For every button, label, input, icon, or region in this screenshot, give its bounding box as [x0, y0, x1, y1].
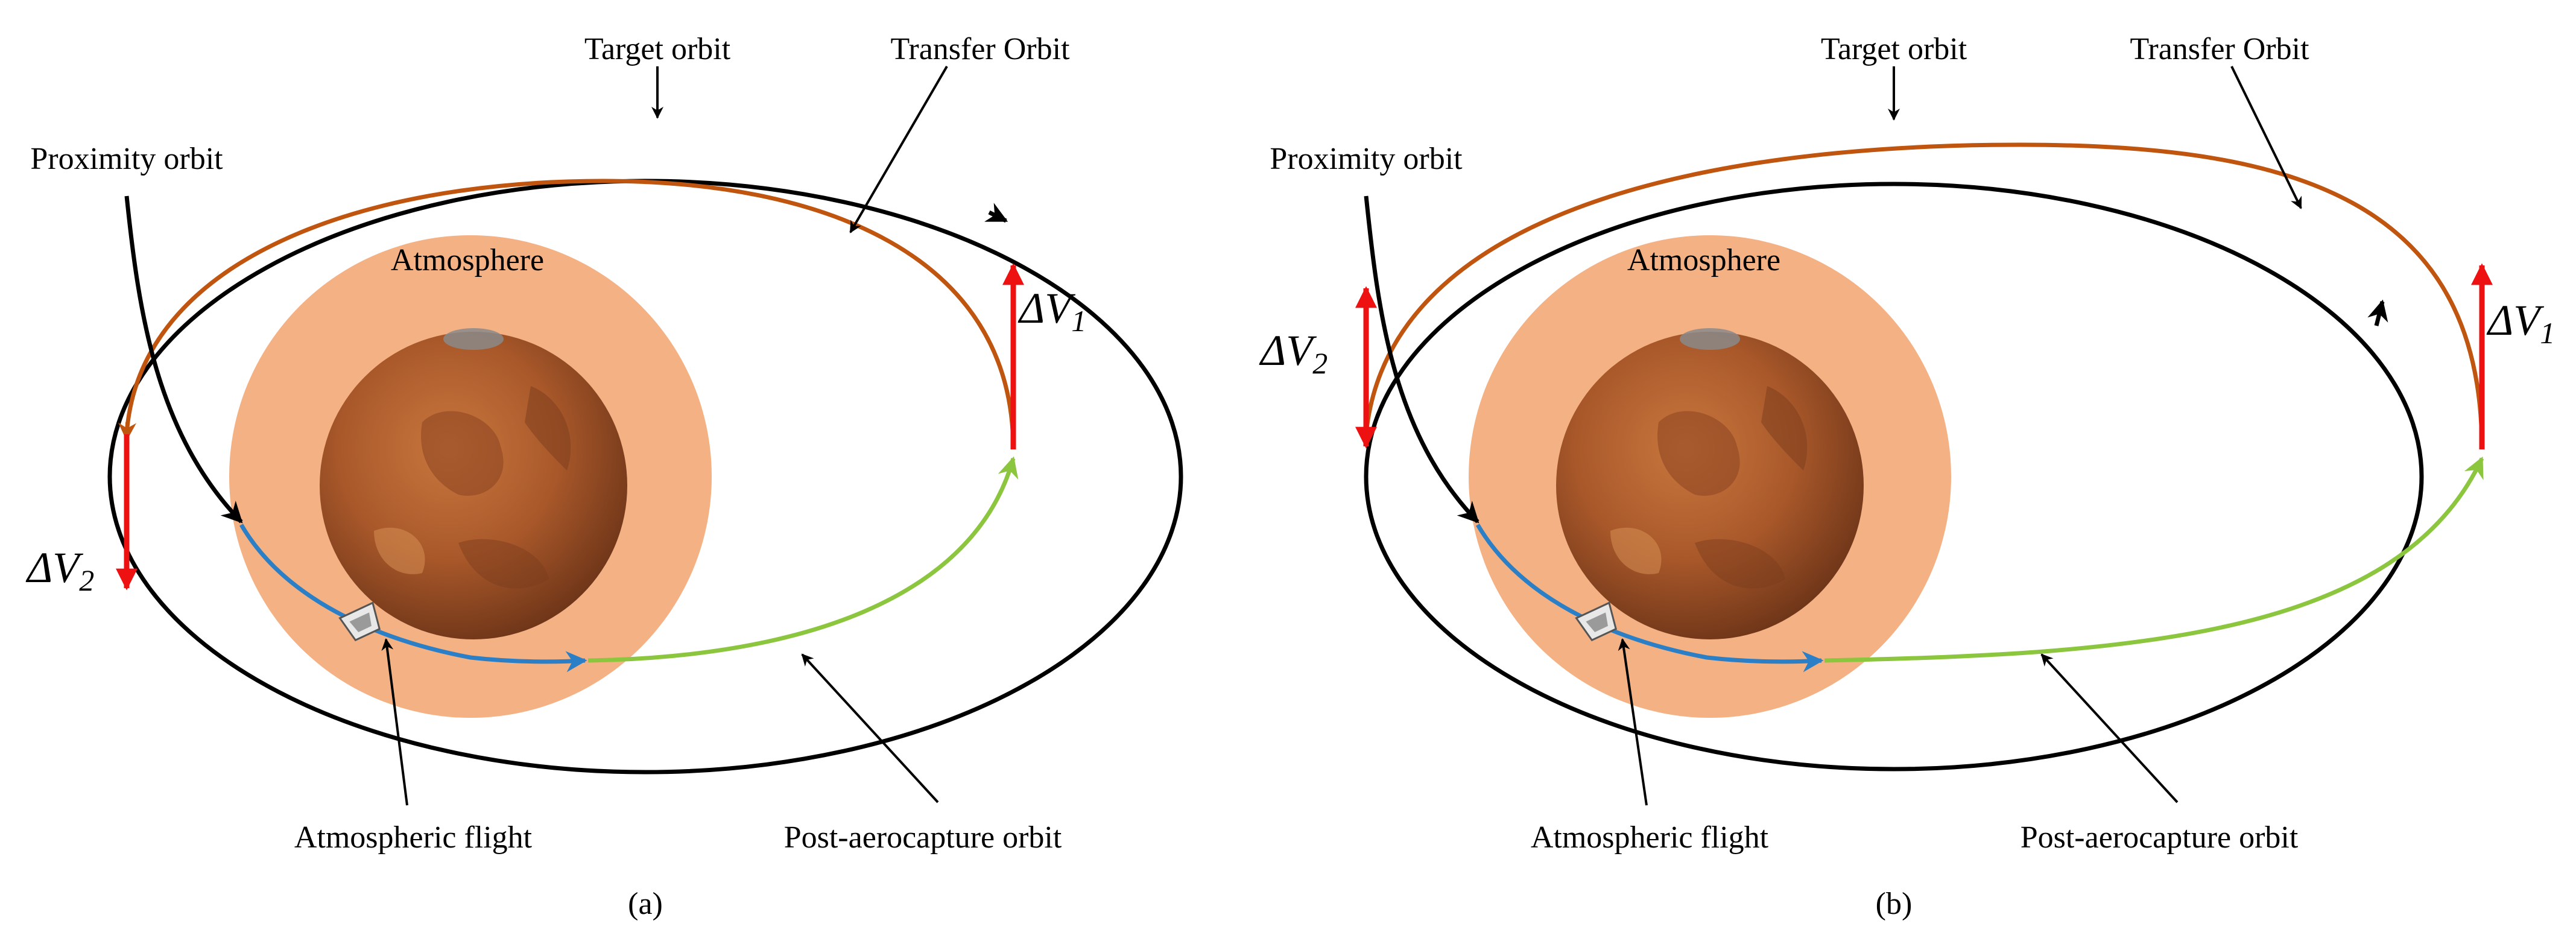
atmospheric-flight-path-b — [1475, 524, 1824, 673]
label-proximity-orbit-b: Proximity orbit — [1270, 142, 1463, 176]
leader-atmospheric-flight-b — [1618, 638, 1648, 806]
panel-a: Target orbit Transfer Orbit Proximity or… — [25, 32, 1183, 921]
mars-planet — [1556, 328, 1864, 639]
label-post-aerocapture-orbit-b: Post-aerocapture orbit — [2021, 820, 2299, 855]
caption-b: (b) — [1876, 887, 1913, 921]
transfer-orbit-a — [124, 179, 1016, 450]
proximity-orbit-path-b — [1364, 195, 1479, 524]
mars-planet — [320, 328, 627, 639]
label-delta-v2-a: ΔV2 — [25, 543, 94, 597]
label-transfer-orbit-b: Transfer Orbit — [2130, 32, 2309, 66]
proximity-orbit-path-a — [124, 195, 243, 524]
entry-vehicle-icon — [1575, 601, 1618, 642]
label-proximity-orbit-a: Proximity orbit — [30, 142, 223, 176]
target-orbit-b — [1364, 182, 2424, 771]
entry-vehicle-icon — [338, 601, 381, 642]
label-atmosphere-b: Atmosphere — [1627, 243, 1780, 277]
leader-transfer-orbit-a — [849, 65, 948, 233]
target-orbit-direction-arrow-b — [2367, 299, 2388, 326]
leader-post-aerocapture-b — [2040, 653, 2179, 803]
label-delta-v1-b: ΔV1 — [2486, 296, 2555, 350]
label-transfer-orbit-a: Transfer Orbit — [890, 32, 1070, 66]
label-target-orbit-b: Target orbit — [1821, 32, 1967, 66]
label-delta-v2-b: ΔV2 — [1259, 326, 1328, 380]
leader-post-aerocapture-a — [801, 653, 939, 803]
label-atmospheric-flight-b: Atmospheric flight — [1531, 820, 1769, 855]
panel-b: Target orbit Transfer Orbit Proximity or… — [1259, 32, 2555, 921]
caption-a: (a) — [628, 887, 663, 921]
label-post-aerocapture-orbit-a: Post-aerocapture orbit — [784, 820, 1062, 855]
atmospheric-flight-path-a — [239, 524, 587, 673]
polar-cap — [443, 328, 504, 350]
target-orbit-direction-arrow-a — [984, 203, 1008, 223]
label-atmosphere-a: Atmosphere — [391, 243, 544, 277]
post-aerocapture-orbit-b — [1824, 456, 2484, 663]
leader-atmospheric-flight-a — [381, 638, 408, 806]
label-delta-v1-a: ΔV1 — [1017, 284, 1086, 338]
polar-cap — [1680, 328, 1740, 350]
label-target-orbit-a: Target orbit — [584, 32, 731, 66]
post-aerocapture-orbit-a — [587, 456, 1019, 663]
leader-transfer-orbit-b — [2230, 66, 2302, 209]
label-atmospheric-flight-a: Atmospheric flight — [294, 820, 533, 855]
transfer-orbit-b — [1364, 142, 2484, 450]
